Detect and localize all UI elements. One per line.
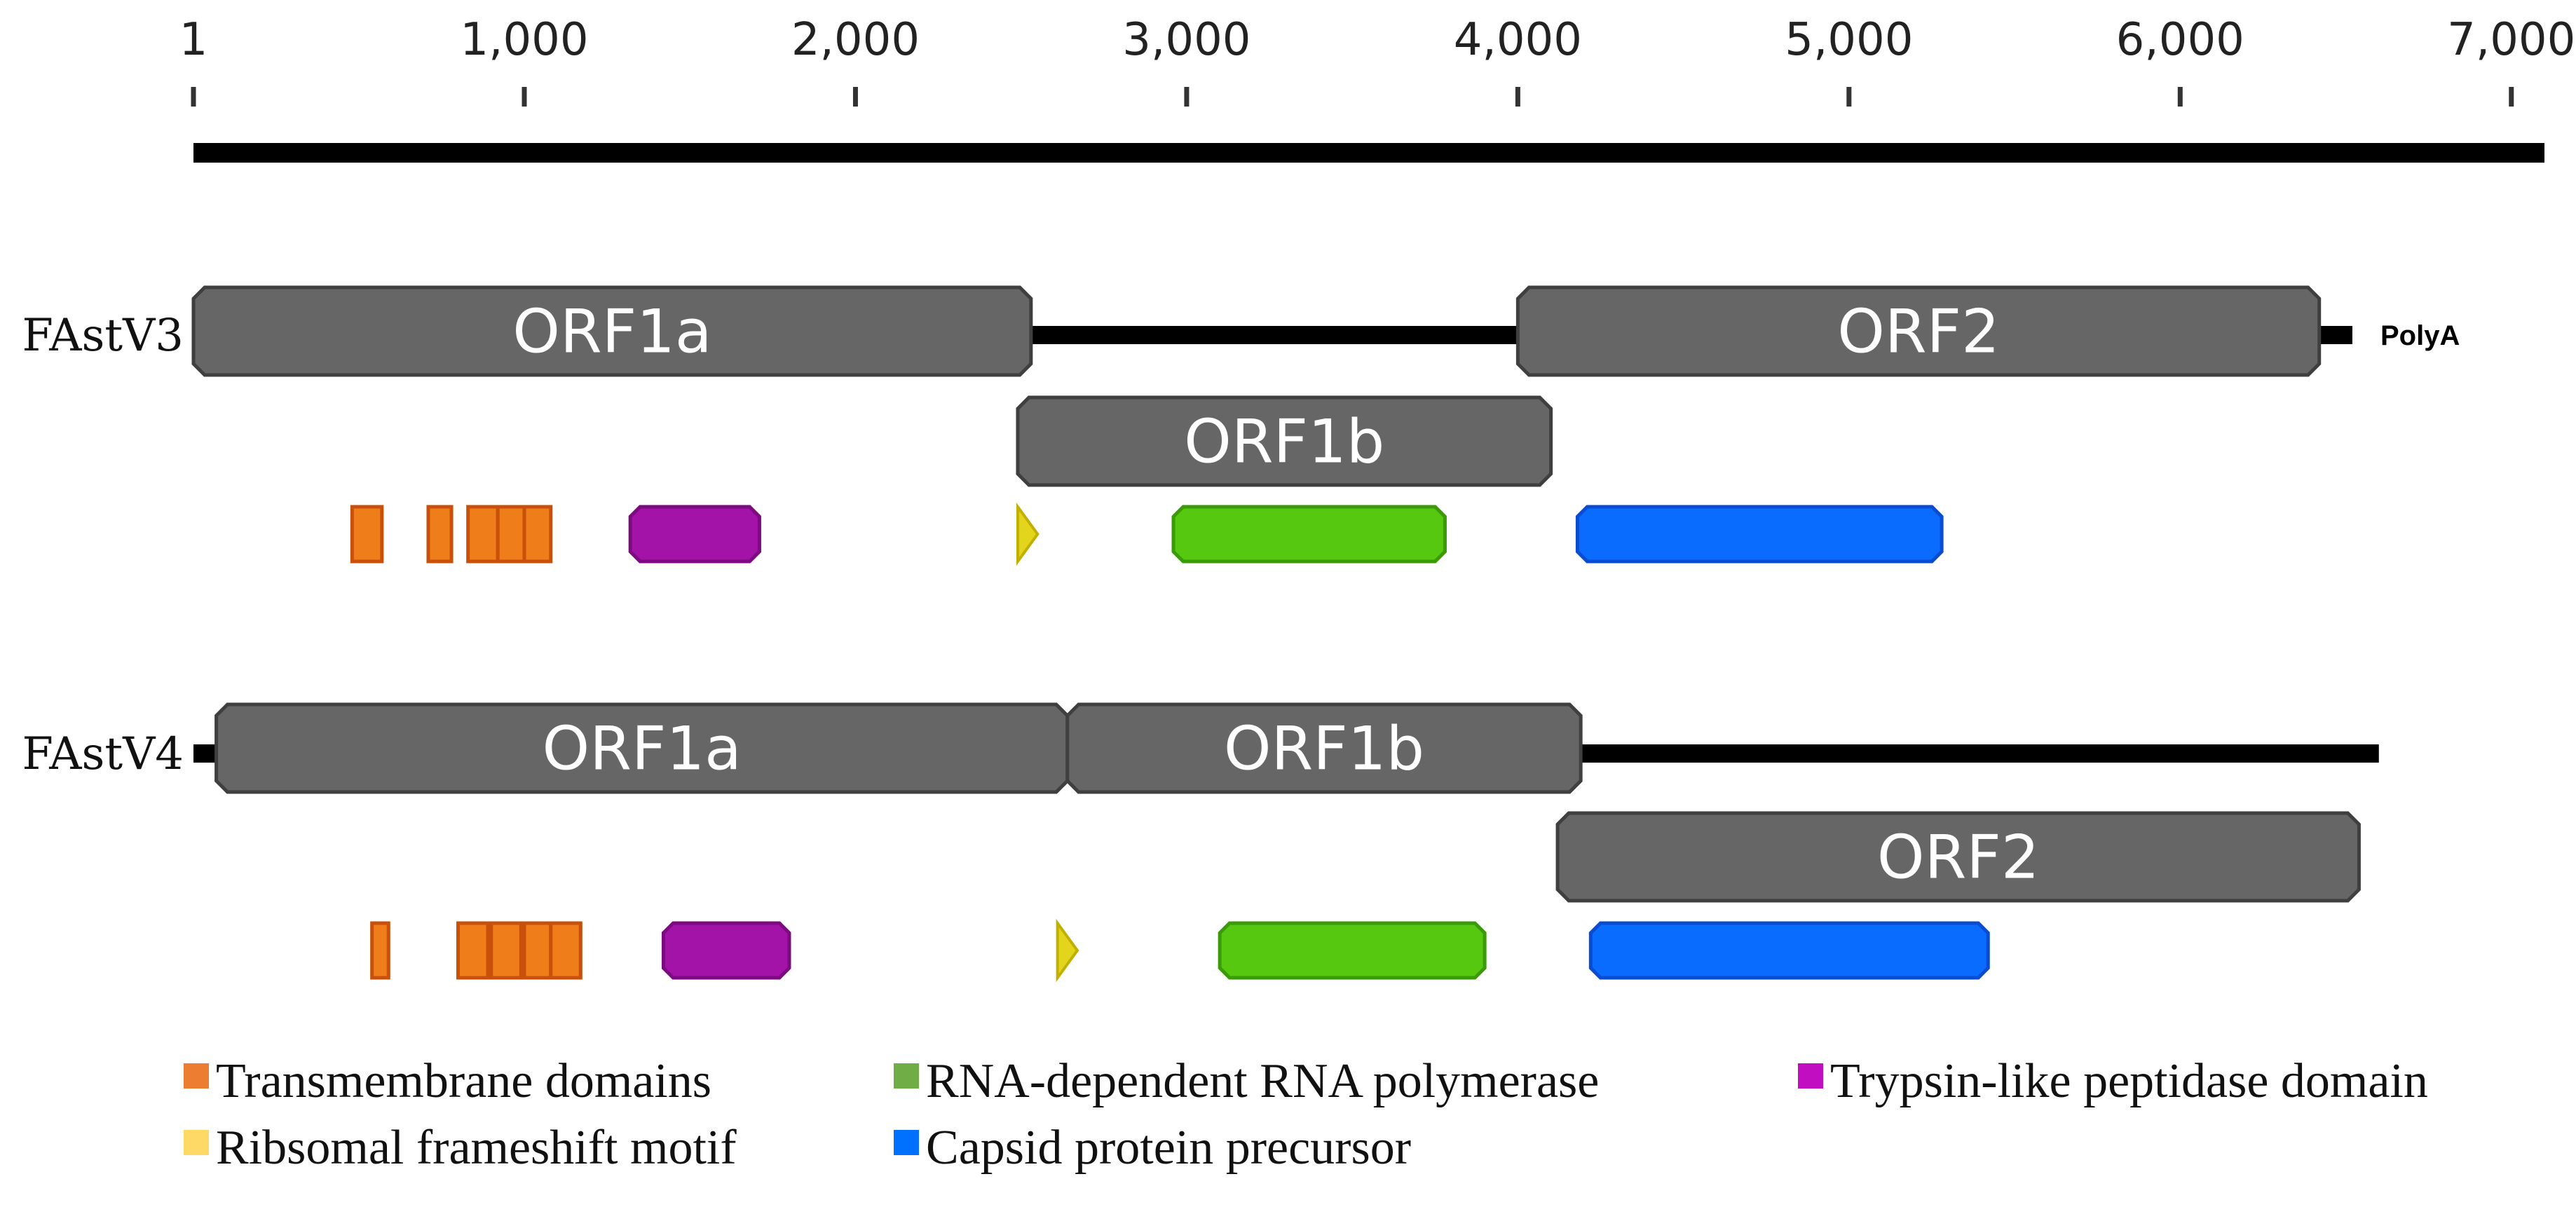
transmembrane-feature	[522, 921, 553, 980]
orf-label: ORF1a	[543, 714, 742, 784]
orf-box-orf2	[1555, 811, 2361, 903]
orf-box-orf1a	[191, 285, 1033, 377]
scale-tick-label: 2,000	[791, 14, 920, 66]
polya-label: PolyA	[2380, 320, 2460, 351]
orf-box-orf1b	[1016, 395, 1553, 487]
peptidase-feature	[661, 921, 791, 980]
peptidase-feature	[628, 505, 761, 564]
legend-swatch-transmembrane	[184, 1063, 209, 1089]
orf-label: ORF1a	[512, 297, 711, 367]
capsid-feature	[1575, 505, 1944, 564]
transmembrane-feature	[456, 921, 490, 980]
rdrp-feature	[1218, 921, 1487, 980]
transmembrane-feature	[370, 921, 390, 980]
scale-tick-label: 3,000	[1122, 14, 1250, 66]
orf-label: ORF1b	[1224, 714, 1424, 784]
orf-box-orf1a	[214, 702, 1070, 794]
legend-swatch-frameshift	[184, 1130, 209, 1155]
genome-name: FAstV3	[22, 310, 184, 362]
capsid-feature	[1588, 921, 1990, 980]
legend-label-transmembrane: Transmembrane domains	[216, 1054, 711, 1108]
frameshift-feature	[1056, 918, 1079, 983]
orf-label: ORF2	[1877, 823, 2040, 893]
legend-label-capsid: Capsid protein precursor	[926, 1121, 1411, 1175]
genome-name: FAstV4	[22, 728, 184, 780]
legend-label-rdrp: RNA-dependent RNA polymerase	[926, 1054, 1599, 1108]
orf-label: ORF2	[1837, 297, 2000, 367]
orf-label: ORF1b	[1184, 407, 1384, 477]
rdrp-feature	[1171, 505, 1447, 564]
scale-ruler: 1 1,000 2,000 3,000 4,000 5,000 6,000 7,000	[179, 14, 2575, 163]
transmembrane-feature	[350, 505, 384, 564]
orf-box-orf2	[1515, 285, 2322, 377]
transmembrane-feature	[522, 505, 553, 564]
scale-tick-label: 1	[179, 14, 208, 66]
scale-tick-label: 4,000	[1454, 14, 1582, 66]
frameshift-feature	[1016, 502, 1040, 566]
scale-tick-label: 7,000	[2447, 14, 2575, 66]
transmembrane-feature	[489, 921, 523, 980]
scale-tick-label: 5,000	[1785, 14, 1913, 66]
legend: Transmembrane domains RNA-dependent RNA p…	[184, 1054, 2428, 1175]
orf-box-orf1b	[1065, 702, 1583, 794]
scale-tick-label: 6,000	[2116, 14, 2244, 66]
transmembrane-feature	[549, 921, 582, 980]
legend-swatch-peptidase	[1798, 1063, 1823, 1089]
scale-tick-label: 1,000	[460, 14, 588, 66]
legend-label-frameshift: Ribsomal frameshift motif	[216, 1121, 737, 1175]
transmembrane-feature	[496, 505, 526, 564]
transmembrane-feature	[466, 505, 500, 564]
transmembrane-feature	[426, 505, 454, 564]
legend-swatch-capsid	[894, 1130, 919, 1155]
legend-swatch-rdrp	[894, 1063, 919, 1089]
legend-label-peptidase: Trypsin-like peptidase domain	[1830, 1054, 2428, 1108]
